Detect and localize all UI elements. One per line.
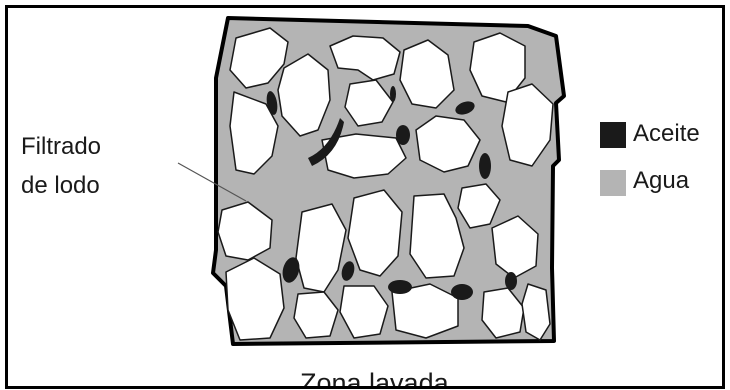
oil-droplet bbox=[479, 153, 491, 179]
annotation-label-line1: Filtrado bbox=[21, 133, 101, 161]
oil-droplet bbox=[505, 272, 517, 290]
sand-grain bbox=[226, 258, 284, 340]
sand-grain bbox=[522, 284, 550, 340]
legend-label-oil: Aceite bbox=[633, 121, 700, 147]
oil-droplet bbox=[396, 125, 410, 145]
oil-droplet bbox=[390, 86, 396, 102]
diagram-caption: Zona lavada bbox=[300, 368, 449, 389]
legend-swatch-oil bbox=[600, 122, 626, 148]
legend-swatch-water bbox=[600, 170, 626, 196]
oil-droplet bbox=[451, 284, 473, 300]
diagram-frame: Filtrado de lodo Aceite Agua Zona lavada bbox=[5, 5, 725, 389]
pore-diagram bbox=[8, 8, 722, 386]
legend-label-water: Agua bbox=[633, 168, 689, 194]
oil-droplet bbox=[388, 280, 412, 294]
annotation-label-line2: de lodo bbox=[21, 172, 100, 200]
